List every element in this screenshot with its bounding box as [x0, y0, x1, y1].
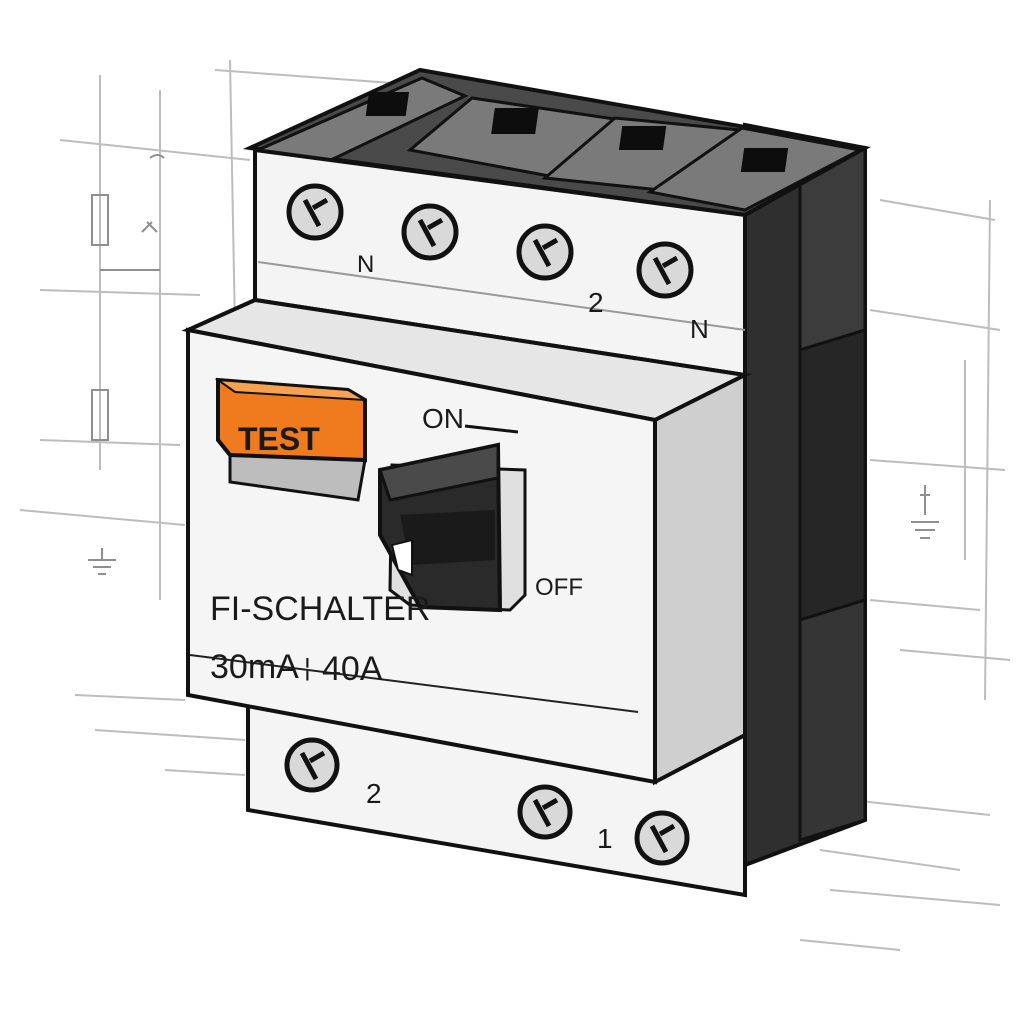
toggle-off-label: OFF — [535, 574, 583, 601]
rating-separator: ¦ — [303, 653, 312, 683]
test-button-label: TEST — [238, 421, 320, 457]
housing-side — [743, 122, 867, 868]
screw-icon — [401, 203, 459, 261]
toggle-on-label: ON — [422, 403, 464, 434]
screw-icon — [517, 784, 573, 840]
schematic-background — [19, 59, 1011, 951]
toggle-on-indicator — [464, 424, 519, 434]
terminal-label-bottom-2: 2 — [366, 778, 382, 809]
ground-symbol-icon — [88, 485, 939, 575]
screw-icon — [284, 737, 340, 793]
top-terminal-housing — [242, 67, 871, 218]
test-button[interactable]: TEST — [214, 377, 367, 502]
device-title: FI-SCHALTER — [210, 590, 430, 628]
screw-icon — [286, 183, 344, 241]
terminal-label-top-n-right: N — [690, 314, 709, 344]
terminal-label-top-n: N — [357, 251, 374, 278]
screw-icon — [516, 223, 574, 281]
toggle-switch[interactable] — [378, 442, 527, 613]
terminal-label-bottom-1: 1 — [597, 823, 613, 854]
terminal-label-top-2: 2 — [588, 287, 604, 318]
fuse-symbol-icon — [91, 154, 165, 441]
screw-icon — [636, 241, 694, 299]
rating-current: 40A — [322, 650, 383, 688]
screw-icon — [634, 810, 690, 866]
rating-sensitivity: 30mA — [210, 648, 299, 686]
